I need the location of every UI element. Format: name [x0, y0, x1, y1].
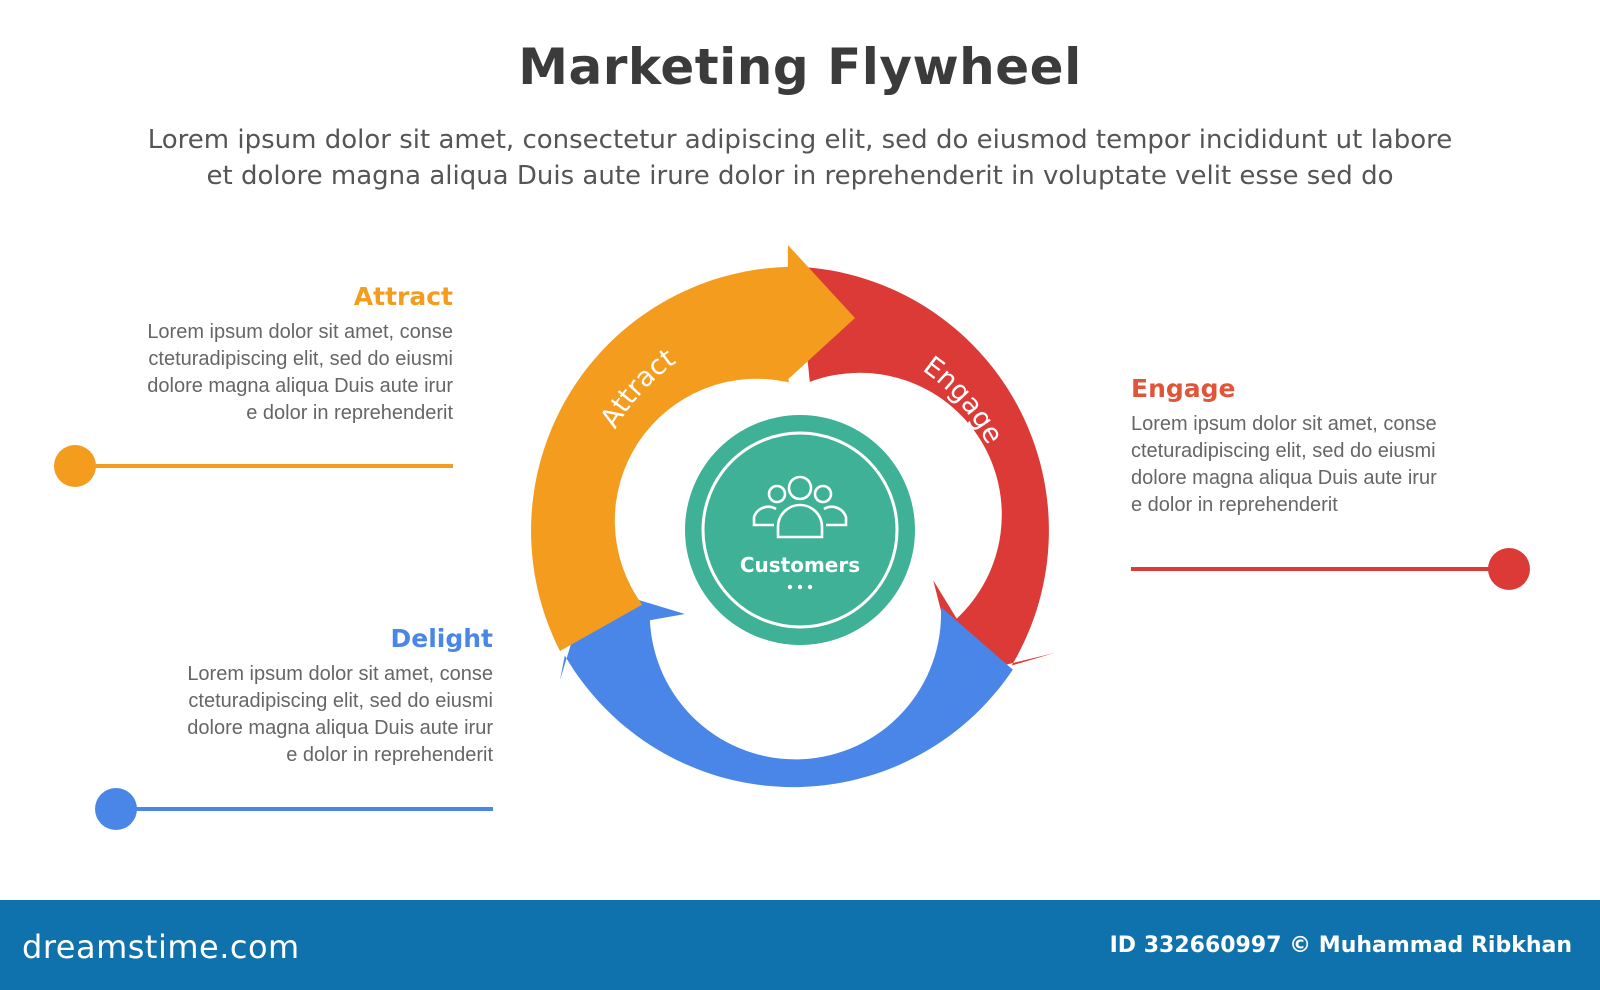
delight-arrow-segment	[560, 585, 1013, 788]
footer-brand: dreamstime.com	[22, 928, 300, 966]
engage-arrow-segment	[798, 266, 1055, 677]
engage-description: Engage Lorem ipsum dolor sit amet, conse…	[1131, 374, 1481, 519]
delight-connector-dot	[95, 788, 137, 830]
wheel-label-delight: Delight	[739, 706, 842, 745]
engage-line-4: e dolor in reprehenderit	[1131, 494, 1338, 516]
page-title: Marketing Flywheel	[518, 38, 1082, 96]
page-subtitle: Lorem ipsum dolor sit amet, consectetur …	[60, 122, 1540, 194]
footer-credit: ID 332660997 © Muhammad Ribkhan	[1109, 933, 1572, 958]
center-label: Customers	[740, 553, 860, 577]
attract-body: Lorem ipsum dolor sit amet, conse ctetur…	[110, 319, 453, 427]
delight-connector-line	[116, 807, 493, 811]
footer-bar: dreamstime.com ID 332660997 © Muhammad R…	[0, 900, 1600, 990]
engage-connector-dot	[1488, 548, 1530, 590]
attract-line-3: dolore magna aliqua Duis aute irur	[147, 375, 453, 397]
attract-connector-line	[75, 464, 453, 468]
engage-connector-line	[1131, 567, 1509, 571]
subtitle-line-1: Lorem ipsum dolor sit amet, consectetur …	[147, 125, 1453, 155]
delight-line-1: Lorem ipsum dolor sit amet, conse	[187, 663, 493, 685]
attract-heading: Attract	[353, 282, 453, 311]
attract-line-1: Lorem ipsum dolor sit amet, conse	[147, 321, 453, 343]
delight-heading: Delight	[390, 624, 494, 653]
attract-description: Attract Lorem ipsum dolor sit amet, cons…	[110, 282, 453, 427]
engage-heading: Engage	[1131, 374, 1236, 403]
center-circle-ring	[701, 431, 899, 629]
delight-body: Lorem ipsum dolor sit amet, conse ctetur…	[150, 661, 493, 769]
attract-arrow-segment	[531, 245, 855, 651]
center-dots	[787, 584, 813, 590]
center-circle	[685, 415, 915, 645]
engage-body: Lorem ipsum dolor sit amet, conse ctetur…	[1131, 411, 1481, 519]
delight-line-2: cteturadipiscing elit, sed do eiusmi	[188, 690, 493, 712]
delight-line-4: e dolor in reprehenderit	[286, 744, 493, 766]
people-group-icon	[752, 475, 848, 539]
engage-line-1: Lorem ipsum dolor sit amet, conse	[1131, 413, 1437, 435]
engage-line-3: dolore magna aliqua Duis aute irur	[1131, 467, 1437, 489]
delight-description: Delight Lorem ipsum dolor sit amet, cons…	[150, 624, 493, 769]
engage-line-2: cteturadipiscing elit, sed do eiusmi	[1131, 440, 1436, 462]
attract-line-2: cteturadipiscing elit, sed do eiusmi	[148, 348, 453, 370]
subtitle-line-2: et dolore magna aliqua Duis aute irure d…	[206, 161, 1394, 191]
attract-connector-dot	[54, 445, 96, 487]
attract-line-4: e dolor in reprehenderit	[246, 402, 453, 424]
delight-line-3: dolore magna aliqua Duis aute irur	[187, 717, 493, 739]
